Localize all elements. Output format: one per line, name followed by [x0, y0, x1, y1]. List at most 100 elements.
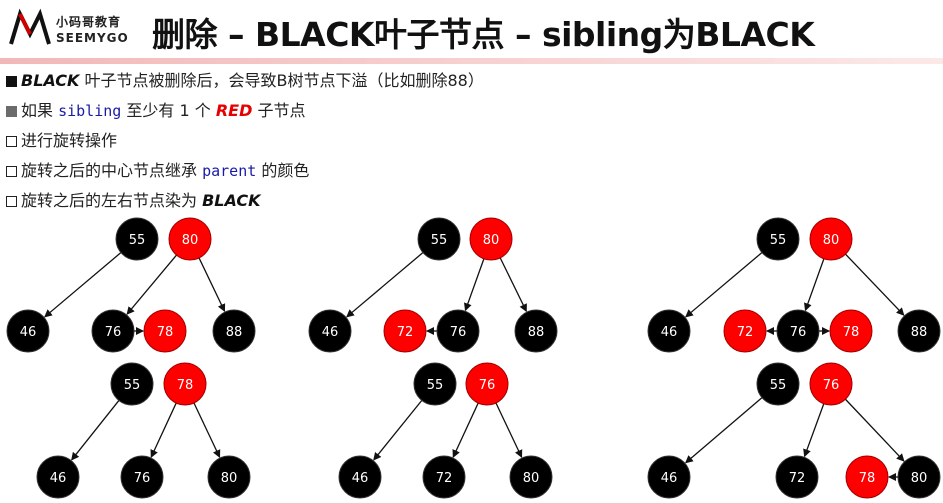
bullet-square-icon: [6, 136, 17, 147]
bullet-square-icon: [6, 106, 17, 117]
tree-node-label: 76: [823, 378, 840, 393]
tree-node-black: [91, 309, 135, 353]
tree-edge: [150, 402, 177, 458]
tree-node-label: 80: [911, 471, 928, 486]
tree-node-red: [845, 455, 889, 499]
tree-node-red: [168, 217, 212, 261]
tree-node-label: 55: [770, 233, 787, 248]
tree-edge: [71, 400, 120, 461]
tree-node-black: [647, 309, 691, 353]
tree-edge: [193, 402, 221, 459]
logo-text-chinese: 小码哥教育: [56, 15, 122, 29]
tree-node-black: [207, 455, 251, 499]
tree-edge: [803, 403, 825, 458]
bullet-text-segment: 的颜色: [256, 161, 310, 180]
logo: 小码哥教育 SEEMYGO: [8, 6, 148, 52]
tree-node-label: 55: [129, 233, 146, 248]
slide-header: 小码哥教育 SEEMYGO 删除 – BLACK叶子节点 – sibling为B…: [0, 0, 943, 58]
bullet-text-segment: 至少有 1 个: [121, 101, 216, 120]
tree-node-black: [647, 455, 691, 499]
tree-node-label: 76: [479, 378, 496, 393]
tree-edge: [844, 398, 905, 462]
page-title: 删除 – BLACK叶子节点 – sibling为BLACK: [152, 15, 815, 54]
tree-node-black: [897, 309, 941, 353]
bullet-line-4: 旋转之后的中心节点继承 parent 的颜色: [6, 156, 484, 186]
tree-node-red: [469, 217, 513, 261]
tree-node-red: [163, 362, 207, 406]
tree-edge: [373, 399, 423, 461]
tree-edge: [684, 397, 763, 464]
tree-top-middle: 55 80 46 72 76 88: [308, 217, 558, 353]
tree-node-label: 76: [134, 471, 151, 486]
bullet-text-segment: BLACK: [21, 71, 80, 90]
logo-mark-icon: [9, 8, 51, 45]
bullet-square-icon: [6, 196, 17, 207]
tree-node-label: 80: [182, 233, 199, 248]
tree-node-black: [6, 309, 50, 353]
bullet-square-icon: [6, 166, 17, 177]
tree-node-black: [115, 217, 159, 261]
bullet-text-segment: sibling: [58, 102, 122, 120]
tree-node-label: 55: [431, 233, 448, 248]
tree-node-label: 72: [436, 471, 453, 486]
tree-node-label: 46: [50, 471, 67, 486]
tree-edge: [198, 257, 226, 313]
tree-edge: [804, 258, 825, 312]
tree-edge: [845, 253, 905, 316]
bullet-text-segment: 旋转之后的中心节点继承: [21, 161, 203, 180]
tree-node-black: [36, 455, 80, 499]
tree-node-black: [338, 455, 382, 499]
tree-node-label: 46: [322, 325, 339, 340]
tree-node-red: [383, 309, 427, 353]
tree-node-black: [422, 455, 466, 499]
tree-edge: [499, 257, 527, 313]
tree-node-black: [776, 309, 820, 353]
tree-node-label: 88: [226, 325, 243, 340]
tree-node-black: [514, 309, 558, 353]
tree-node-label: 80: [523, 471, 540, 486]
tree-node-label: 88: [911, 325, 928, 340]
tree-node-label: 55: [770, 378, 787, 393]
bullet-square-icon: [6, 76, 17, 87]
tree-node-label: 78: [843, 325, 860, 340]
bullet-line-2: 如果 sibling 至少有 1 个 RED 子节点: [6, 96, 484, 126]
tree-node-label: 76: [450, 325, 467, 340]
tree-node-label: 72: [397, 325, 414, 340]
tree-edge: [44, 252, 122, 318]
logo-text-latin: SEEMYGO: [56, 31, 129, 45]
tree-node-black: [110, 362, 154, 406]
tree-node-black: [212, 309, 256, 353]
bullet-text-segment: 叶子节点被删除后，会导致B树节点下溢（比如删除88）: [79, 71, 484, 90]
tree-node-label: 46: [661, 325, 678, 340]
tree-node-label: 80: [823, 233, 840, 248]
bullet-text-segment: 进行旋转操作: [21, 131, 118, 150]
bullet-line-1: BLACK 叶子节点被删除后，会导致B树节点下溢（比如删除88）: [6, 66, 484, 96]
tree-node-black: [120, 455, 164, 499]
tree-node-label: 76: [790, 325, 807, 340]
tree-node-black: [413, 362, 457, 406]
tree-node-red: [829, 309, 873, 353]
tree-node-label: 76: [105, 325, 122, 340]
tree-node-label: 78: [157, 325, 174, 340]
tree-node-label: 78: [859, 471, 876, 486]
bullet-text-segment: parent: [202, 162, 257, 180]
bullet-list: BLACK 叶子节点被删除后，会导致B树节点下溢（比如删除88）如果 sibli…: [6, 66, 484, 216]
tree-node-label: 46: [352, 471, 369, 486]
bullet-text-segment: RED: [215, 101, 253, 120]
tree-node-label: 55: [124, 378, 141, 393]
tree-node-label: 88: [528, 325, 545, 340]
tree-node-label: 78: [177, 378, 194, 393]
bullet-text-segment: 子节点: [252, 101, 306, 120]
tree-node-red: [143, 309, 187, 353]
bullet-line-5: 旋转之后的左右节点染为 BLACK: [6, 186, 484, 216]
tree-edge: [346, 252, 424, 318]
tree-node-black: [897, 455, 941, 499]
tree-node-label: 80: [483, 233, 500, 248]
tree-node-red: [723, 309, 767, 353]
tree-node-label: 46: [661, 471, 678, 486]
tree-node-black: [308, 309, 352, 353]
